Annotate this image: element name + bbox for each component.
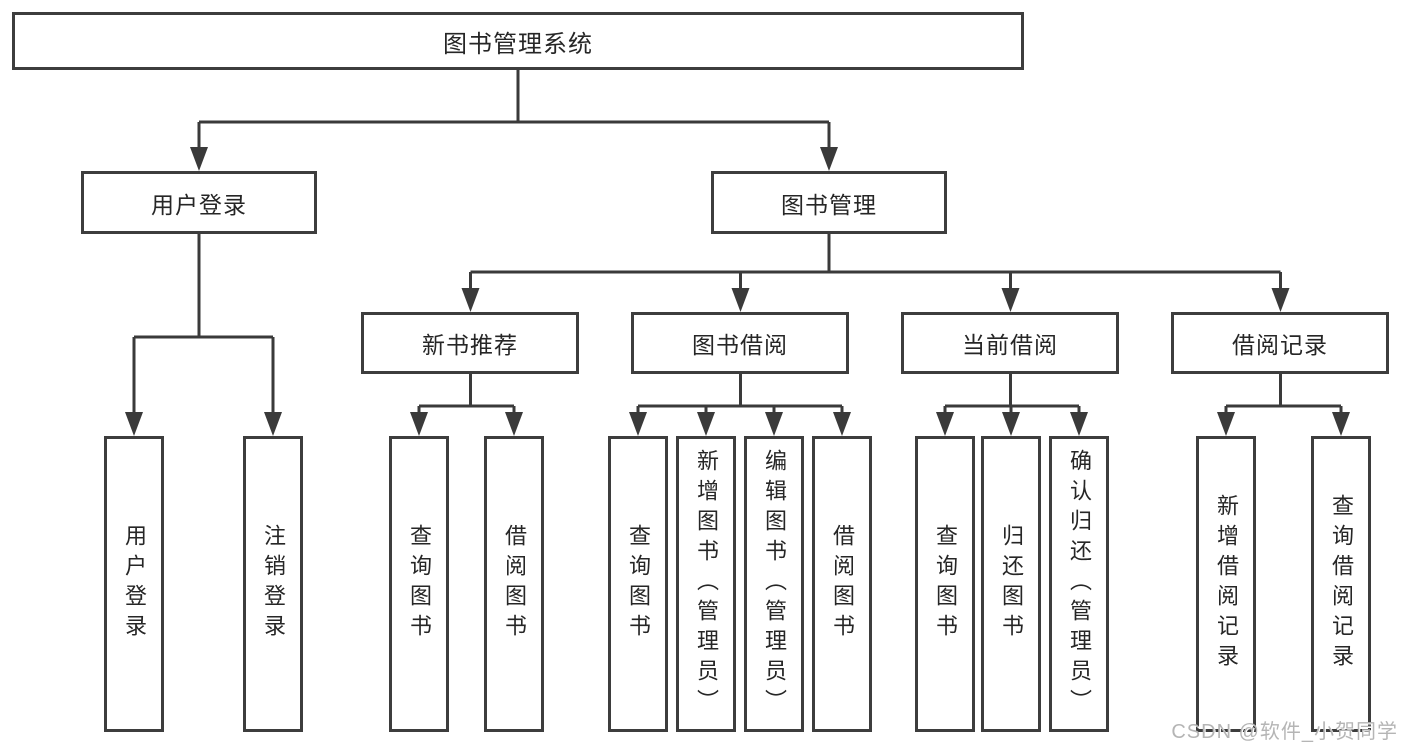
leaf-br-add-record: 新增借阅记录 <box>1196 436 1256 732</box>
leaf-cb-return-books: 归还图书 <box>981 436 1041 732</box>
node-book-management: 图书管理 <box>711 171 947 234</box>
leaf-cb-confirm-return: 确认归还（管理员） <box>1049 436 1109 732</box>
node-new-book-recommend: 新书推荐 <box>361 312 579 374</box>
leaf-bb-edit-books: 编辑图书（管理员） <box>744 436 804 732</box>
leaf-logout: 注销登录 <box>243 436 303 732</box>
watermark: CSDN @软件_小贺同学 <box>1171 721 1398 743</box>
leaf-user-login: 用户登录 <box>104 436 164 732</box>
node-user-login: 用户登录 <box>81 171 317 234</box>
node-root: 图书管理系统 <box>12 12 1024 70</box>
leaf-br-query-record: 查询借阅记录 <box>1311 436 1371 732</box>
node-current-borrowing: 当前借阅 <box>901 312 1119 374</box>
leaf-nb-borrow-books: 借阅图书 <box>484 436 544 732</box>
node-borrowing-records: 借阅记录 <box>1171 312 1389 374</box>
leaf-cb-query-books: 查询图书 <box>915 436 975 732</box>
leaf-nb-query-books: 查询图书 <box>389 436 449 732</box>
leaf-bb-add-books: 新增图书（管理员） <box>676 436 736 732</box>
leaf-bb-borrow-books: 借阅图书 <box>812 436 872 732</box>
node-book-borrowing: 图书借阅 <box>631 312 849 374</box>
leaf-bb-query-books: 查询图书 <box>608 436 668 732</box>
